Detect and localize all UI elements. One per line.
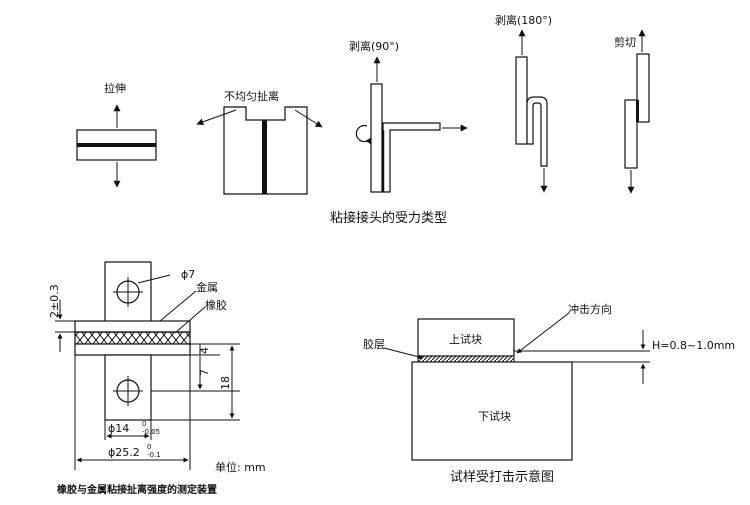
peel90-joint: 剥离(90°)	[349, 39, 468, 193]
peel180-rigid-plate	[515, 56, 528, 145]
dim-14-tol-lower: -0.05	[142, 428, 160, 436]
metal-label: 金属	[196, 280, 218, 294]
cleavage-joint: 不均匀扯离	[196, 89, 323, 195]
rubber-leader	[174, 306, 206, 334]
metal-leader	[159, 290, 197, 322]
lower-block-label: 下试块	[478, 410, 511, 423]
lower-test-block	[411, 361, 573, 461]
upper-test-block	[417, 318, 515, 357]
top-caption: 粘接接头的受力类型	[330, 210, 447, 226]
peel180-label: 剥离(180°)	[495, 13, 552, 27]
hole-dia-label: ϕ7	[181, 268, 195, 281]
dim-25-tol-lower: -0.1	[147, 451, 161, 459]
shear-lower-plate	[624, 99, 638, 169]
cleavage-left-arrow	[196, 109, 237, 126]
top-panel: 拉伸 不均匀扯离 剥离(90°) 剥离(180°)	[76, 13, 650, 226]
h-label: H=0.8~1.0mm	[652, 339, 735, 352]
right-panel: 上试块 下试块 冲击方向 H=0.8~1.0mm 胶层 试样受打击示意图	[363, 302, 735, 485]
impact-dir-label: 冲击方向	[568, 302, 612, 316]
peel90-rigid-plate	[370, 83, 383, 193]
dim-25-tol-upper: 0	[147, 443, 151, 451]
rubber-layer	[74, 331, 191, 345]
adhesive-layer	[417, 355, 515, 363]
upper-metal-block	[104, 261, 152, 333]
cleavage-right-arrow	[294, 109, 323, 128]
left-caption: 橡胶与金属粘接扯离强度的测定装置	[57, 483, 217, 496]
right-caption: 试样受打击示意图	[450, 469, 554, 485]
impact-arrow	[516, 312, 570, 354]
peel90-flexible-strip	[382, 122, 441, 193]
peel180-flexible-strip	[526, 96, 548, 167]
dim-4-label: 4	[198, 347, 211, 354]
adhesive-label: 胶层	[363, 337, 385, 351]
shear-adhesive-layer	[636, 100, 639, 122]
unit-label: 单位: mm	[215, 460, 266, 474]
shear-upper-plate	[636, 53, 650, 123]
left-panel: 2±0.3 4 7 18 ϕ14 0 -0.05 ϕ25.2 0 -0.1 ϕ7…	[48, 261, 266, 496]
peel90-rotation-arrow	[355, 124, 372, 145]
adhesive-leader	[383, 347, 424, 360]
tension-joint: 拉伸	[76, 81, 157, 188]
dim-top-label: 2±0.3	[48, 284, 61, 318]
dim-14-label: ϕ14	[108, 422, 129, 435]
cleavage-label: 不均匀扯离	[224, 89, 279, 103]
metal-plate-top	[74, 320, 191, 333]
shear-label: 剪切	[614, 35, 636, 49]
tension-adhesive-layer	[77, 143, 156, 147]
metal-plate-bottom	[74, 343, 191, 356]
peel90-label: 剥离(90°)	[349, 39, 399, 53]
dim-7-label: 7	[198, 369, 211, 376]
rubber-label: 橡胶	[205, 298, 227, 312]
dim-18-label: 18	[219, 376, 232, 390]
cleavage-adhesive-layer	[262, 120, 267, 194]
shear-joint: 剪切	[614, 29, 650, 194]
hole-leader	[137, 274, 171, 284]
dim-14-tol-upper: 0	[142, 420, 146, 428]
dim-25-label: ϕ25.2	[108, 446, 140, 459]
tension-label: 拉伸	[104, 81, 126, 95]
upper-block-label: 上试块	[449, 333, 482, 346]
peel180-joint: 剥离(180°)	[495, 13, 552, 193]
lower-metal-block	[104, 354, 152, 421]
